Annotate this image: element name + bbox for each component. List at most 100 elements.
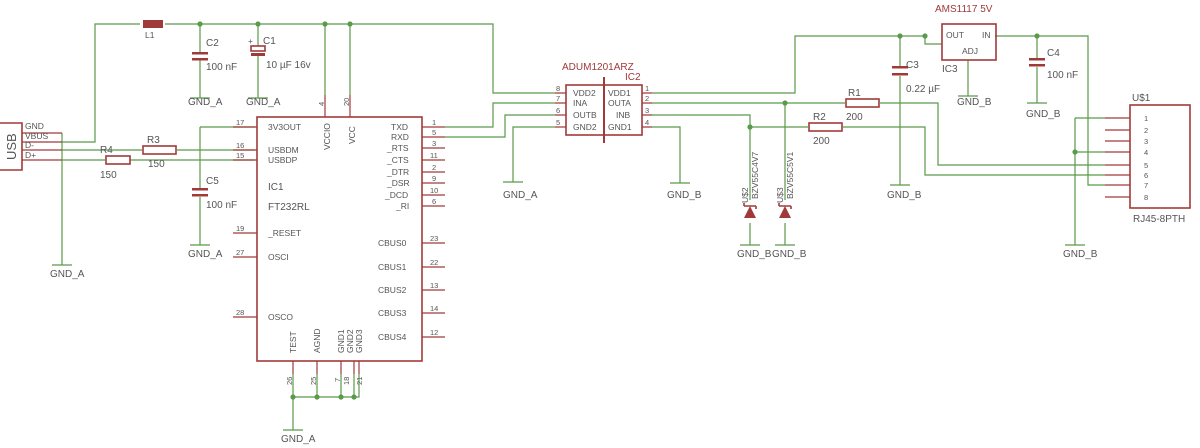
ic1-pin-num: 6 <box>432 197 436 206</box>
ic2-pin-name: VDD1 <box>608 88 631 98</box>
capacitor-c4: C4 100 nF <box>1029 48 1078 81</box>
capacitor-c5: C5 100 nF <box>192 176 237 211</box>
u3-name: U$3 <box>775 187 785 203</box>
ic1-pin-name: GND1 <box>336 329 346 353</box>
ic2-pin-name: INA <box>573 98 588 108</box>
ic1-pin-num: 14 <box>430 304 438 313</box>
ic1-pin-num: 5 <box>432 128 436 137</box>
ic1-pin-name: RXD <box>391 132 409 142</box>
ic1-pin-num: 25 <box>309 377 318 385</box>
ic2-pin-num: 2 <box>645 94 649 103</box>
ground-symbols: GND_A GND_A GND_A GND_A GND_A GND_A GND_… <box>50 95 1098 445</box>
ic2-pin-num: 8 <box>556 84 560 93</box>
zener-u2: U$2 BZV55C4V7 <box>740 151 760 218</box>
usb-pin-dminus: D- <box>25 140 34 150</box>
gnd-label: GND_A <box>188 249 223 260</box>
ic1-pin-num: 16 <box>236 141 244 150</box>
c5-name: C5 <box>206 176 219 187</box>
ic1-pin-num: 21 <box>355 377 364 385</box>
ic1-pin-num: 3 <box>432 139 436 148</box>
ic1-pin-num: 26 <box>285 377 294 385</box>
r2-value: 200 <box>813 136 830 147</box>
ic3-pin-in: IN <box>982 30 991 40</box>
ic3-name: IC3 <box>942 64 958 75</box>
rj45-pin: 8 <box>1144 193 1148 202</box>
ic1-pin-name: CBUS0 <box>378 238 407 248</box>
ic1-pin-num: 18 <box>342 377 351 385</box>
usb-connector: USB GND VBUS D- D+ <box>0 121 62 171</box>
ic1-pin-num: 17 <box>236 118 244 127</box>
capacitor-c2: C2 100 nF <box>192 38 237 73</box>
rj45-pin: 7 <box>1144 181 1148 190</box>
ic2-name: IC2 <box>625 72 641 83</box>
c3-value: 0.22 µF <box>906 84 940 95</box>
rj45-pin: 4 <box>1144 148 1148 157</box>
capacitor-c1: + C1 10 µF 16v <box>248 36 311 71</box>
ic2-pin-num: 6 <box>556 106 560 115</box>
ic1-pin-name: CBUS4 <box>378 332 407 342</box>
r3-name: R3 <box>147 135 160 146</box>
gnd-label: GND_B <box>1026 109 1061 120</box>
c2-value: 100 nF <box>206 62 237 73</box>
rj45-pin: 2 <box>1144 126 1148 135</box>
ic1-pin-num: 20 <box>342 98 351 106</box>
c3-name: C3 <box>906 60 919 71</box>
ic1-pin-num: 4 <box>317 102 326 106</box>
ic1-pin-name: _RTS <box>386 143 409 153</box>
ic1-pin-name: _DCD <box>384 190 408 200</box>
usb-label: USB <box>4 133 19 160</box>
ic1-pin-name: _CTS <box>386 155 409 165</box>
gnd-label: GND_A <box>246 97 281 108</box>
ic1-pin-num: 22 <box>430 258 438 267</box>
c2-name: C2 <box>206 38 219 49</box>
ic2-pin-name: OUTA <box>608 98 631 108</box>
junction-dots <box>197 21 1078 400</box>
gnd-label: GND_B <box>772 249 807 260</box>
ic1-pin-name: CBUS3 <box>378 308 407 318</box>
u2-value: BZV55C4V7 <box>750 151 760 199</box>
ic1-pin-name: VCCIO <box>322 123 332 150</box>
ic1-pin-name: CBUS2 <box>378 285 407 295</box>
gnd-label: GND_A <box>188 97 223 108</box>
ic1-pin-num: 13 <box>430 281 438 290</box>
ic1-pin-name: TXD <box>391 122 408 132</box>
ic1-pin-num: 2 <box>432 163 436 172</box>
resistor-r4: R4 150 <box>100 145 131 181</box>
l1-name: L1 <box>145 30 155 40</box>
usb-pin-dplus: D+ <box>25 150 36 160</box>
c4-value: 100 nF <box>1047 70 1078 81</box>
r1-name: R1 <box>848 88 861 99</box>
usb-pin-vbus: VBUS <box>25 131 48 141</box>
ic1-pin-num: 28 <box>236 308 244 317</box>
gnd-label: GND_B <box>887 190 922 201</box>
ic2-pin-num: 5 <box>556 118 560 127</box>
ic1-pin-num: 19 <box>236 224 244 233</box>
r4-name: R4 <box>100 145 113 156</box>
ic1-pin-name: USBDM <box>268 145 299 155</box>
ic1-pin-name: OSCI <box>268 252 289 262</box>
ic2-value: ADUM1201ARZ <box>562 62 634 73</box>
ic1-pin-name: _RI <box>395 201 409 211</box>
ic2-pin-num: 7 <box>556 94 560 103</box>
ic1-pin-num: 15 <box>236 151 244 160</box>
gnd-label: GND_A <box>281 434 316 445</box>
gnd-label: GND_A <box>503 190 538 201</box>
resistor-r1: R1 200 <box>845 88 880 123</box>
capacitor-c3: C3 0.22 µF <box>892 60 940 95</box>
ic2-adum1201arz: ADUM1201ARZ IC2 8 VDD2 7 INA 6 OUTB 5 GN… <box>555 62 652 143</box>
ic1-pin-num: 27 <box>236 248 244 257</box>
ic1-pin-name: CBUS1 <box>378 262 407 272</box>
ic2-pin-num: 1 <box>645 84 649 93</box>
r2-name: R2 <box>813 112 826 123</box>
ic1-pin-num: 12 <box>430 328 438 337</box>
ic1-pin-num: 23 <box>430 234 438 243</box>
resistor-r2: R2 200 <box>808 112 843 147</box>
rj45-connector: U$1 RJ45-8PTH 1 2 3 4 5 6 7 8 <box>1105 93 1191 225</box>
u3-value: BZV55C5V1 <box>785 151 795 199</box>
ic3-pin-adj: ADJ <box>962 46 978 56</box>
rj45-value: RJ45-8PTH <box>1133 214 1185 225</box>
ic1-ft232rl: IC1 FT232RL 17 3V3OUT 16 USBDM 15 USBDP … <box>233 95 445 385</box>
ic1-value: FT232RL <box>268 202 310 213</box>
ic1-pin-num: 11 <box>430 151 438 160</box>
gnd-label: GND_B <box>1063 249 1098 260</box>
